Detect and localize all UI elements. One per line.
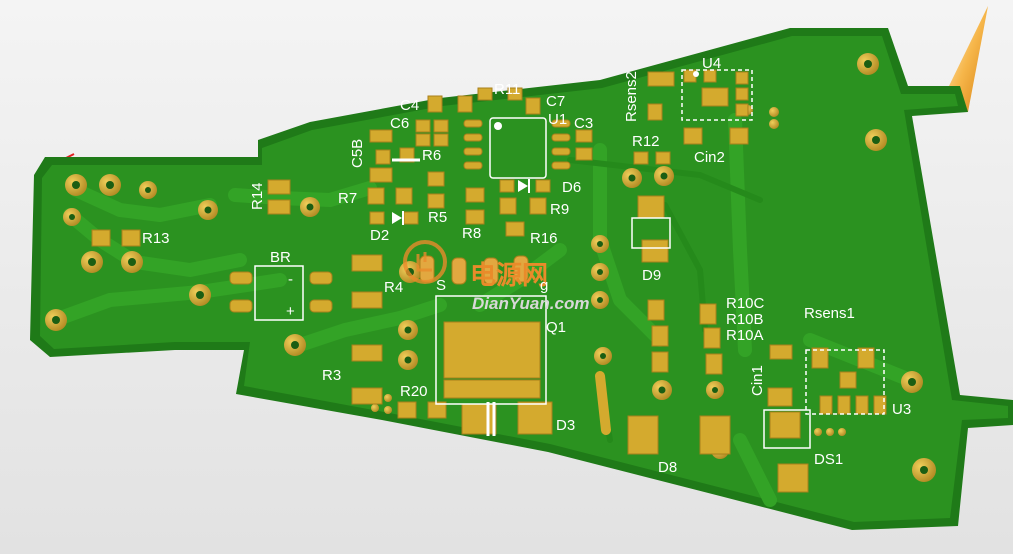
label-br: BR [270, 249, 291, 266]
label-r9: R9 [550, 201, 569, 218]
label-c5b: C5B [349, 139, 366, 168]
diode-symbols [392, 179, 530, 225]
label-br-minus: - [288, 271, 293, 288]
label-r7: R7 [338, 190, 357, 207]
smd-pads [91, 69, 887, 493]
label-r8: R8 [462, 225, 481, 242]
label-d8: D8 [658, 459, 677, 476]
label-d6: D6 [562, 179, 581, 196]
label-cin1: Cin1 [749, 365, 766, 396]
label-q1: Q1 [546, 319, 566, 336]
label-r13: R13 [142, 230, 170, 247]
watermark-en: DianYuan.com [472, 294, 589, 313]
label-r12: R12 [632, 133, 660, 150]
label-rsens2: Rsens2 [623, 71, 640, 122]
label-r20: R20 [400, 383, 428, 400]
label-r11: R11 [494, 81, 520, 98]
label-rsens1: Rsens1 [804, 305, 855, 322]
label-ds1: DS1 [814, 451, 843, 468]
label-d2: D2 [370, 227, 389, 244]
label-r3: R3 [322, 367, 341, 384]
label-c3: C3 [574, 115, 593, 132]
label-q1-g: g [540, 277, 548, 294]
label-c6: C6 [390, 115, 409, 132]
label-u4: U4 [702, 55, 721, 72]
label-u1: U1 [548, 111, 567, 128]
label-r10b: R10B [726, 311, 764, 328]
probe-cone [948, 6, 988, 112]
label-r5: R5 [428, 209, 447, 226]
watermark-cn: 电源网 [470, 260, 548, 290]
label-r4: R4 [384, 279, 403, 296]
label-r14: R14 [249, 182, 266, 210]
label-u3: U3 [892, 401, 911, 418]
watermark: 电源网 DianYuan.com [403, 240, 589, 313]
silkscreen-labels: Rsens2 U4 R11 C4 C7 U1 C6 C3 C5B R6 R12 … [142, 55, 911, 476]
label-d9: D9 [642, 267, 661, 284]
label-r10a: R10A [726, 327, 764, 344]
through-hole-pads [45, 53, 936, 482]
silkscreen-outlines [254, 69, 885, 449]
label-r10c: R10C [726, 295, 765, 312]
label-r6: R6 [422, 147, 441, 164]
label-d3: D3 [556, 417, 575, 434]
label-q1-s: S [436, 277, 446, 294]
label-c4: C4 [400, 97, 419, 114]
label-br-plus: + [286, 303, 295, 320]
label-r16: R16 [530, 230, 558, 247]
label-cin2: Cin2 [694, 149, 725, 166]
label-c7: C7 [546, 93, 565, 110]
